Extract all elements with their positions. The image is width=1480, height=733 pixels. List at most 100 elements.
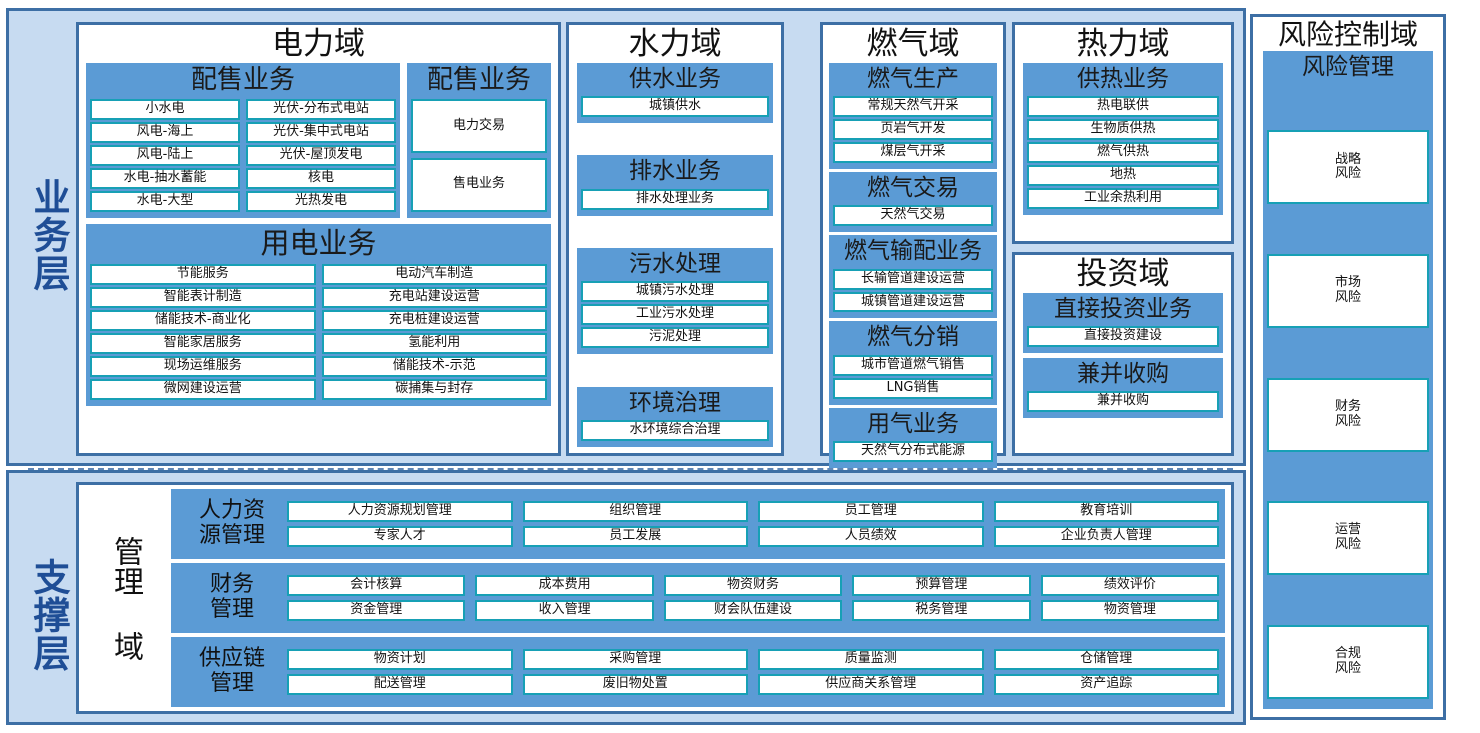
leaf-item[interactable]: 兼并收购	[1027, 391, 1219, 413]
leaf-item[interactable]: 成本费用	[475, 575, 654, 596]
leaf-item[interactable]: 充电站建设运营	[321, 287, 547, 309]
leaf-item[interactable]: 战略 风险	[1267, 130, 1429, 205]
leaf-item[interactable]: 人力资源规划管理	[287, 501, 513, 522]
layer-divider	[28, 468, 1233, 470]
leaf-item[interactable]: 排水处理业务	[581, 188, 769, 210]
leaf-item[interactable]: 资产追踪	[993, 674, 1219, 695]
leaf-item[interactable]: 光热发电	[246, 191, 396, 213]
leaf-item[interactable]: 天然气交易	[833, 205, 993, 227]
leaf-item[interactable]: 节能服务	[90, 264, 316, 286]
leaf-item[interactable]: 电动汽车制造	[321, 264, 547, 286]
leaf-item[interactable]: 污泥处理	[581, 327, 769, 349]
group-gas-transmission: 燃气输配业务 长输管道建设运营 城镇管道建设运营	[829, 235, 997, 319]
leaf-item[interactable]: 地热	[1027, 164, 1219, 186]
leaf-item[interactable]: 现场运维服务	[90, 356, 316, 378]
leaf-item[interactable]: 水电-大型	[90, 191, 240, 213]
leaf-item[interactable]: 核电	[246, 168, 396, 190]
group-power-consumption-title: 用电业务	[260, 226, 377, 261]
leaf-item[interactable]: 质量监测	[758, 649, 984, 670]
mgmt-row-hr-title: 人力资 源管理	[198, 498, 265, 548]
leaf-item[interactable]: 财会队伍建设	[663, 600, 843, 621]
leaf-item[interactable]: 资金管理	[287, 600, 466, 621]
leaf-item[interactable]: 光伏-分布式电站	[246, 99, 396, 121]
leaf-item[interactable]: 风电-海上	[90, 122, 240, 144]
leaf-item[interactable]: 教育培训	[993, 501, 1219, 522]
leaf-item[interactable]: 会计核算	[287, 575, 466, 596]
leaf-item[interactable]: 光伏-屋顶发电	[246, 145, 396, 167]
mgmt-cell: 员工管理 人员绩效	[758, 499, 984, 549]
group-water-sewage: 污水处理 城镇污水处理 工业污水处理 污泥处理	[577, 248, 773, 355]
leaf-item[interactable]: LNG销售	[833, 377, 993, 399]
leaf-item[interactable]: 城镇供水	[581, 95, 769, 117]
leaf-item[interactable]: 仓储管理	[993, 649, 1219, 670]
leaf-item[interactable]: 收入管理	[475, 600, 654, 621]
leaf-item[interactable]: 智能表计制造	[90, 287, 316, 309]
mgmt-row-supply-chain: 供应链 管理 物资计划 配送管理 采购管理 废旧物处置 质量监测 供应商关系管理	[171, 637, 1225, 707]
group-power-trading-title: 配售业务	[426, 64, 531, 95]
leaf-item[interactable]: 员工管理	[758, 501, 984, 522]
group-merger-acquisition: 兼并收购 兼并收购	[1023, 357, 1223, 419]
group-gas-consumption: 用气业务 天然气分布式能源	[829, 407, 997, 469]
leaf-item[interactable]: 采购管理	[522, 649, 748, 670]
leaf-item[interactable]: 智能家居服务	[90, 333, 316, 355]
leaf-item[interactable]: 页岩气开发	[833, 118, 993, 140]
leaf-item[interactable]: 城镇管道建设运营	[833, 291, 993, 313]
leaf-item[interactable]: 天然气分布式能源	[833, 441, 993, 463]
group-direct-investment-title: 直接投资业务	[1054, 295, 1192, 322]
leaf-item[interactable]: 供应商关系管理	[758, 674, 984, 695]
leaf-item[interactable]: 配送管理	[287, 674, 513, 695]
group-water-drainage-title: 排水业务	[629, 158, 721, 185]
leaf-item[interactable]: 热电联供	[1027, 95, 1219, 117]
leaf-item[interactable]: 人员绩效	[758, 526, 984, 547]
leaf-item[interactable]: 专家人才	[287, 526, 513, 547]
leaf-item[interactable]: 市场 风险	[1267, 254, 1429, 329]
leaf-item[interactable]: 燃气供热	[1027, 141, 1219, 163]
mgmt-cell: 会计核算 资金管理	[287, 573, 466, 623]
leaf-item[interactable]: 绩效评价	[1040, 575, 1220, 596]
domain-power: 电力域 配售业务 小水电 风电-海上 风电-陆上 水电-抽水蓄能 水电-大型 光…	[76, 22, 561, 456]
leaf-item[interactable]: 氢能利用	[321, 333, 547, 355]
leaf-item[interactable]: 小水电	[90, 99, 240, 121]
leaf-item[interactable]: 充电桩建设运营	[321, 310, 547, 332]
leaf-item[interactable]: 微网建设运营	[90, 379, 316, 401]
leaf-item[interactable]: 运营 风险	[1267, 501, 1429, 576]
mgmt-row-finance-title: 财务 管理	[209, 572, 254, 622]
leaf-item[interactable]: 预算管理	[852, 575, 1031, 596]
leaf-item[interactable]: 常规天然气开采	[833, 95, 993, 117]
support-layer-label: 支撑层	[27, 558, 70, 672]
leaf-item[interactable]: 电力交易	[411, 99, 547, 154]
leaf-item[interactable]: 工业余热利用	[1027, 187, 1219, 209]
leaf-item[interactable]: 水环境综合治理	[581, 420, 769, 441]
leaf-item[interactable]: 组织管理	[522, 501, 748, 522]
domain-water-title: 水力域	[628, 26, 722, 62]
leaf-item[interactable]: 售电业务	[411, 157, 547, 212]
power-consumption-col-left: 节能服务 智能表计制造 储能技术-商业化 智能家居服务 现场运维服务 微网建设运…	[90, 262, 316, 402]
leaf-item[interactable]: 物资财务	[663, 575, 843, 596]
leaf-item[interactable]: 企业负责人管理	[993, 526, 1219, 547]
leaf-item[interactable]: 财务 风险	[1267, 377, 1429, 452]
leaf-item[interactable]: 合规 风险	[1267, 624, 1429, 699]
domain-gas-title: 燃气域	[866, 26, 960, 62]
group-heat-supply: 供热业务 热电联供 生物质供热 燃气供热 地热 工业余热利用	[1023, 62, 1223, 215]
group-water-environment-title: 环境治理	[629, 389, 721, 416]
leaf-item[interactable]: 物资管理	[1040, 600, 1220, 621]
group-power-consumption: 用电业务 节能服务 智能表计制造 储能技术-商业化 智能家居服务 现场运维服务 …	[86, 224, 551, 407]
leaf-item[interactable]: 碳捕集与封存	[321, 379, 547, 401]
leaf-item[interactable]: 储能技术-商业化	[90, 310, 316, 332]
leaf-item[interactable]: 员工发展	[522, 526, 748, 547]
leaf-item[interactable]: 工业污水处理	[581, 304, 769, 326]
leaf-item[interactable]: 长输管道建设运营	[833, 268, 993, 290]
leaf-item[interactable]: 城镇污水处理	[581, 281, 769, 303]
leaf-item[interactable]: 生物质供热	[1027, 118, 1219, 140]
leaf-item[interactable]: 光伏-集中式电站	[246, 122, 396, 144]
leaf-item[interactable]: 物资计划	[287, 649, 513, 670]
leaf-item[interactable]: 水电-抽水蓄能	[90, 168, 240, 190]
domain-investment-title: 投资域	[1076, 256, 1170, 292]
leaf-item[interactable]: 直接投资建设	[1027, 325, 1219, 347]
leaf-item[interactable]: 废旧物处置	[522, 674, 748, 695]
leaf-item[interactable]: 税务管理	[852, 600, 1031, 621]
leaf-item[interactable]: 煤层气开采	[833, 141, 993, 163]
leaf-item[interactable]: 城市管道燃气销售	[833, 354, 993, 376]
leaf-item[interactable]: 风电-陆上	[90, 145, 240, 167]
leaf-item[interactable]: 储能技术-示范	[321, 356, 547, 378]
